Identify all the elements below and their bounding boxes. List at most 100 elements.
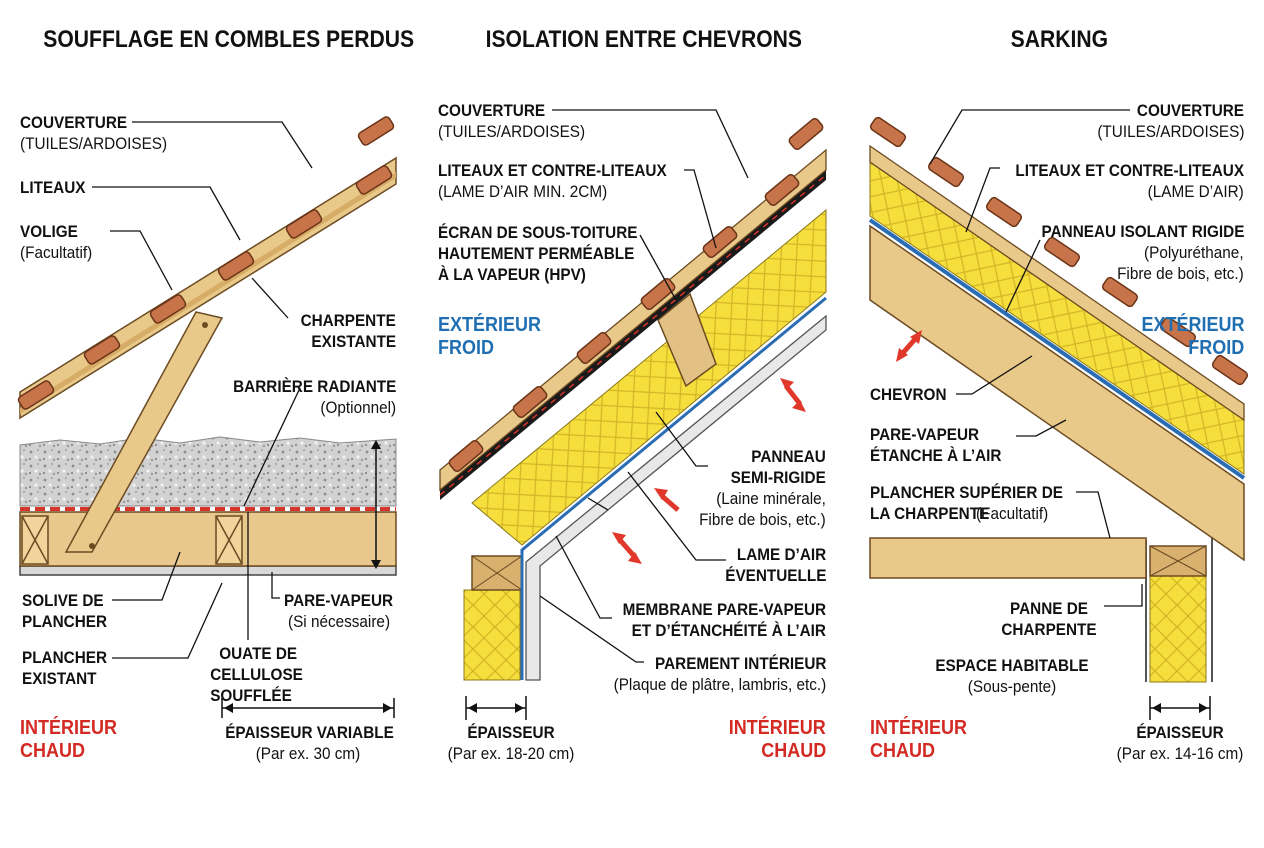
panel-1-leaders (92, 121, 313, 659)
label-ouate-1: OUATE DE (219, 644, 298, 663)
label-parevapeur-sub-1: (Si nécessaire) (288, 612, 391, 631)
label-panneau-2: SEMI-RIGIDE (730, 468, 826, 487)
label-froid-2: FROID (438, 337, 494, 359)
label-panneau-sub2: Fibre de bois, etc.) (699, 510, 826, 529)
label-parevapeur-3a: PARE-VAPEUR (870, 425, 980, 444)
label-plancher-sub-3: (Facultatif) (976, 504, 1049, 523)
chevron-rafter (869, 224, 1245, 562)
interior-lining (525, 314, 827, 681)
label-parement-sub: (Plaque de plâtre, lambris, etc.) (613, 675, 826, 694)
label-chevron: CHEVRON (870, 385, 947, 404)
vapor-membrane (520, 296, 827, 680)
label-couverture-sub-1: (TUILES/ARDOISES) (20, 134, 168, 153)
label-espace: ESPACE HABITABLE (935, 656, 1089, 675)
label-parement: PAREMENT INTÉRIEUR (654, 654, 826, 673)
label-plancher-1: PLANCHER (22, 648, 108, 667)
label-liteaux-1: LITEAUX (20, 178, 86, 197)
label-panne-2: CHARPENTE (1001, 620, 1097, 639)
label-interieur-3: INTÉRIEUR (870, 717, 968, 739)
panel-1-title: SOUFFLAGE EN COMBLES PERDUS (43, 26, 415, 53)
label-froid-3: FROID (1188, 337, 1244, 359)
rafter-section (657, 292, 717, 388)
thickness-dimension-1 (221, 440, 395, 718)
post-insulation (1149, 569, 1207, 683)
label-couverture-1: COUVERTURE (20, 113, 128, 132)
vapor-barrier-3 (868, 218, 1246, 480)
label-epaisseur-1: ÉPAISSEUR VARIABLE (225, 723, 394, 742)
label-chaud-3: CHAUD (870, 740, 935, 762)
label-couverture-sub-3: (TUILES/ARDOISES) (1096, 122, 1244, 141)
label-liteaux-sub-3: (LAME D’AIR) (1147, 182, 1244, 201)
label-panneau-1: PANNEAU (751, 447, 826, 466)
blown-cellulose (19, 436, 397, 507)
label-lame-1: LAME D’AIR (736, 545, 826, 564)
label-panneau-3: PANNEAU ISOLANT RIGIDE (1041, 222, 1244, 241)
label-ecran-1: ÉCRAN DE SOUS-TOITURE (438, 223, 638, 242)
label-exterieur-2: EXTÉRIEUR (438, 314, 542, 336)
panel-2-drawing (439, 109, 827, 720)
roof-tiles-3 (869, 116, 1249, 386)
label-exterieur-3: EXTÉRIEUR (1140, 314, 1244, 336)
label-epaisseur-sub-1: (Par ex. 30 cm) (255, 744, 361, 763)
label-solive-2: PLANCHER (22, 612, 108, 631)
label-interieur-2: INTÉRIEUR (728, 717, 826, 739)
label-panne-1: PANNE DE (1010, 599, 1088, 618)
battens-3 (869, 144, 1245, 422)
panel-3-drawing (868, 109, 1249, 720)
label-parevapeur-1: PARE-VAPEUR (284, 591, 394, 610)
label-chaud-2: CHAUD (761, 740, 826, 762)
label-plancher-3b: LA CHARPENTE (870, 504, 990, 523)
label-barriere: BARRIÈRE RADIANTE (232, 377, 396, 396)
existing-floor (19, 565, 397, 576)
label-parevapeur-3b: ÉTANCHE À L’AIR (870, 446, 1002, 465)
label-liteaux-sub-2: (LAME D’AIR MIN. 2CM) (438, 182, 608, 201)
panel-2-leaders (539, 109, 749, 663)
airflow-arrows-2 (612, 378, 806, 564)
label-charpente-2: EXISTANTE (311, 332, 396, 351)
label-plancher-3a: PLANCHER SUPÉRIER DE (870, 483, 1063, 502)
label-chaud-1: CHAUD (20, 740, 85, 762)
label-interieur-1: INTÉRIEUR (20, 717, 118, 739)
hpv-screen (440, 170, 826, 500)
label-liteaux-3: LITEAUX ET CONTRE-LITEAUX (1015, 161, 1244, 180)
label-couverture-3: COUVERTURE (1136, 101, 1244, 120)
semi-rigid-panel (471, 208, 827, 546)
label-plancher-2: EXISTANT (22, 669, 97, 688)
panel-1-drawing (17, 116, 397, 718)
label-ecran-2: HAUTEMENT PERMÉABLE (438, 244, 635, 263)
label-volige: VOLIGE (20, 222, 78, 241)
roof-tiles (17, 116, 395, 410)
label-panneau-sub1-3: (Polyuréthane, (1144, 243, 1244, 262)
label-ecran-3: À LA VAPEUR (HPV) (438, 265, 586, 284)
label-panneau-sub1: (Laine minérale, (716, 489, 826, 508)
label-espace-sub: (Sous-pente) (967, 677, 1057, 696)
label-epaisseur-sub-3: (Par ex. 14-16 cm) (1116, 744, 1244, 763)
label-ouate-2: CELLULOSE (210, 665, 303, 684)
label-epaisseur-sub-2: (Par ex. 18-20 cm) (447, 744, 575, 763)
label-volige-sub: (Facultatif) (20, 243, 93, 262)
label-ouate-3: SOUFFLÉE (210, 686, 292, 705)
label-epaisseur-2: ÉPAISSEUR (467, 723, 555, 742)
label-barriere-sub: (Optionnel) (320, 398, 396, 417)
thickness-dimension-2 (465, 696, 527, 720)
panel-3-title: SARKING (1010, 26, 1109, 53)
label-charpente-1: CHARPENTE (300, 311, 396, 330)
panel-2-title: ISOLATION ENTRE CHEVRONS (485, 26, 803, 53)
label-couverture-sub-2: (TUILES/ARDOISES) (438, 122, 586, 141)
joist-ends (21, 515, 243, 565)
label-lame-2: ÉVENTUELLE (724, 566, 826, 585)
strut (64, 311, 224, 553)
label-membrane-2: ET D’ÉTANCHÉITÉ À L’AIR (631, 621, 826, 640)
label-membrane-1: MEMBRANE PARE-VAPEUR (622, 600, 826, 619)
label-epaisseur-3: ÉPAISSEUR (1136, 723, 1224, 742)
label-solive-1: SOLIVE DE (22, 591, 104, 610)
wall-insulation (463, 589, 521, 681)
panel-3-leaders (929, 109, 1143, 607)
label-panneau-sub2-3: Fibre de bois, etc.) (1117, 264, 1244, 283)
airflow-arrow-3 (896, 330, 922, 362)
label-liteaux-2: LITEAUX ET CONTRE-LITEAUX (438, 161, 667, 180)
label-couverture-2: COUVERTURE (438, 101, 546, 120)
roof-tiles-2 (448, 117, 824, 473)
thickness-dimension-3 (1149, 696, 1211, 720)
